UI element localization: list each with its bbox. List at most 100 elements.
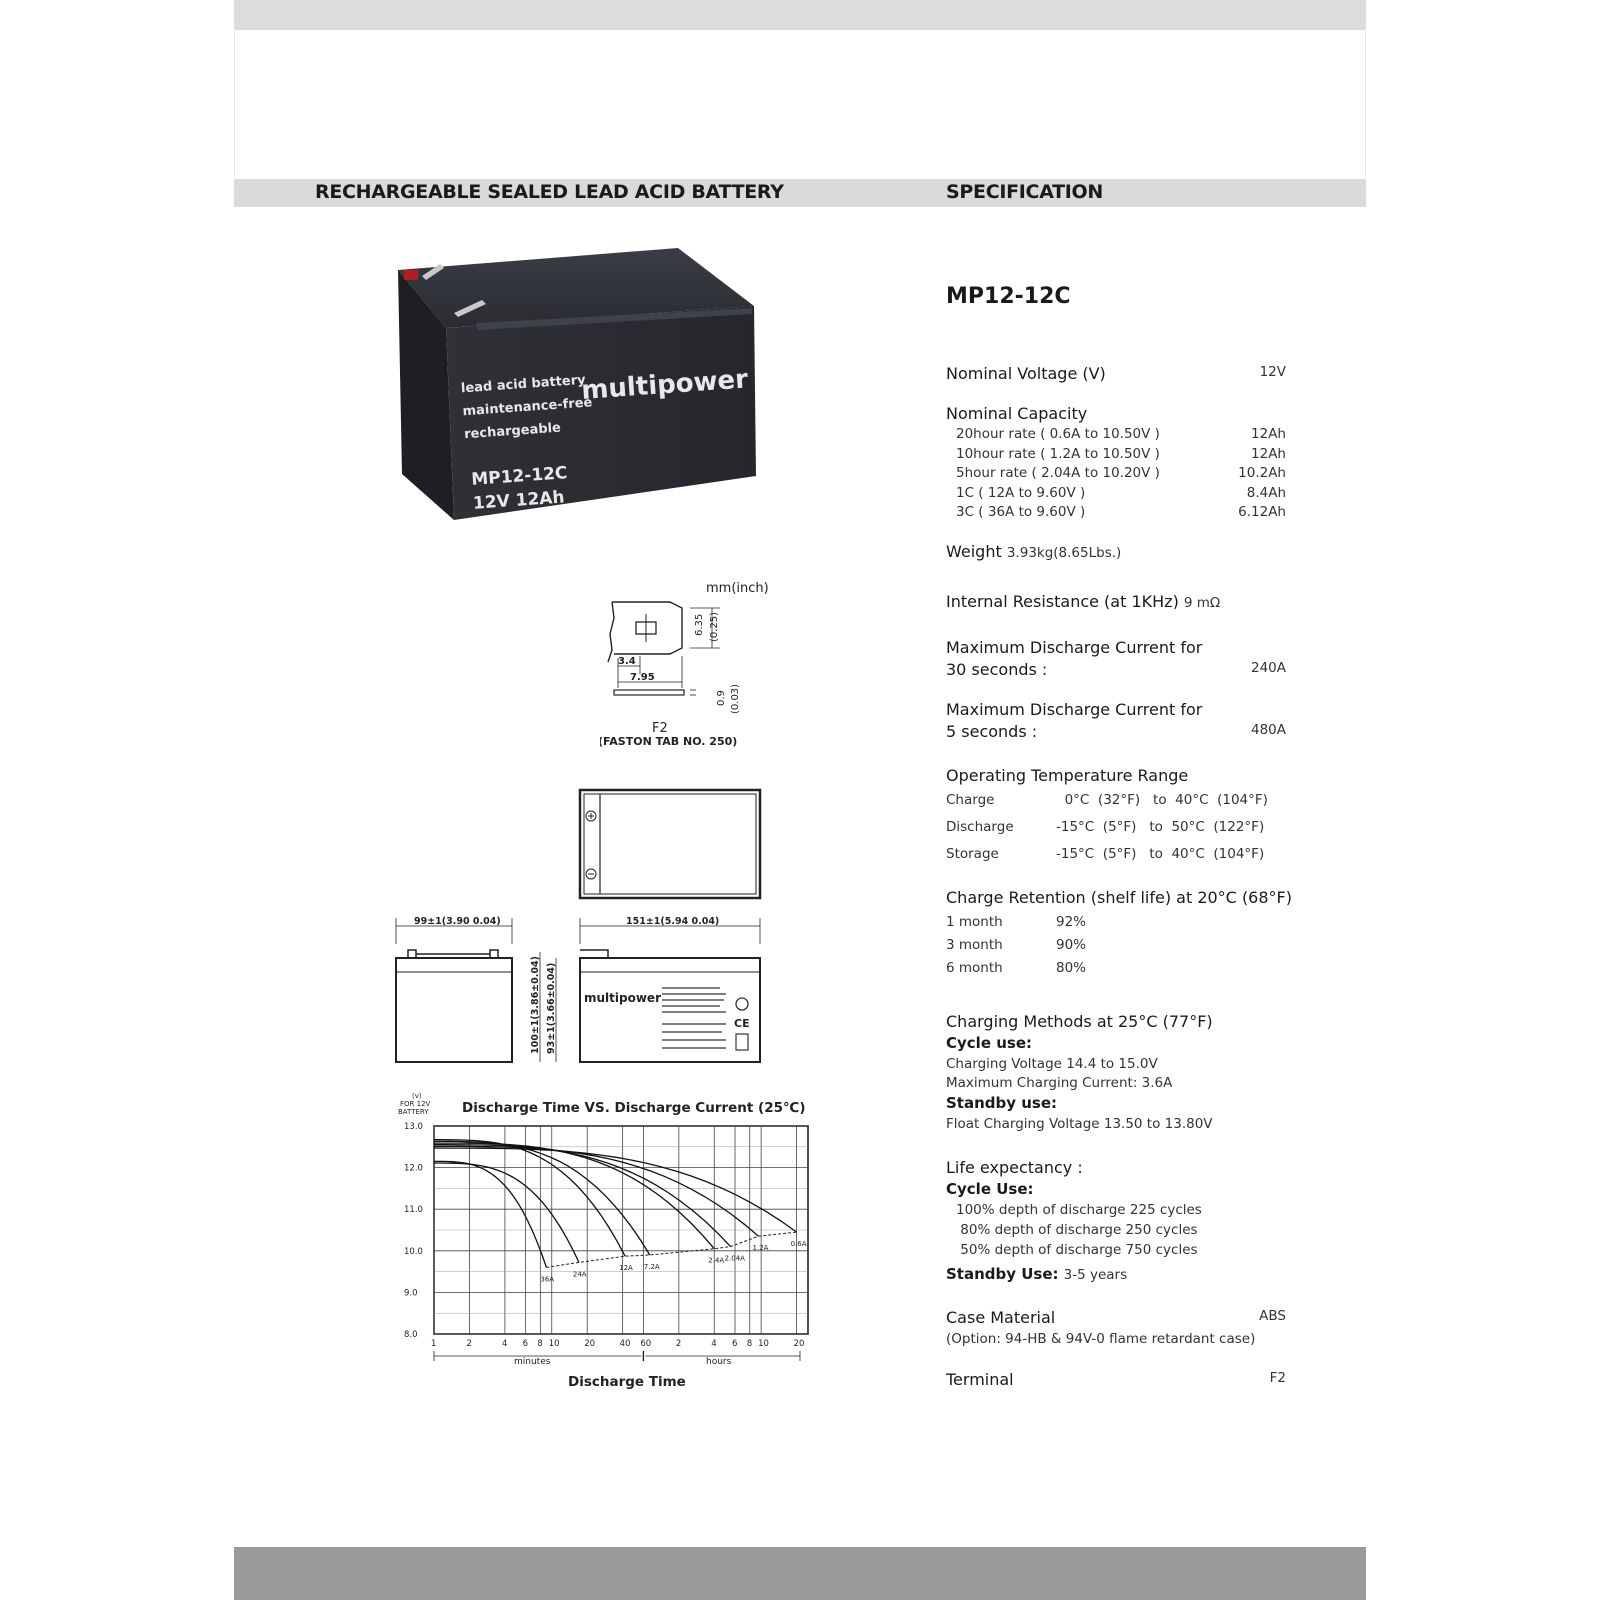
unit-label: mm(inch): [706, 581, 769, 596]
nominal-capacity: Nominal Capacity 20hour rate ( 0.6A to 1…: [946, 404, 1286, 524]
x-tick-label: 4: [711, 1339, 716, 1349]
max-discharge-30-label1: Maximum Discharge Current for: [946, 638, 1203, 657]
x-tick-label: 1: [431, 1339, 436, 1349]
curve-label: 2.04A: [725, 1255, 746, 1263]
minutes-label: minutes: [514, 1357, 551, 1367]
weight: Weight 3.93kg(8.65Lbs.): [946, 542, 1286, 561]
cycle-voltage: Charging Voltage 14.4 to 15.0V: [946, 1056, 1158, 1072]
temperature-label: Operating Temperature Range: [946, 766, 1189, 785]
max-discharge-30-value: 240A: [1250, 660, 1286, 676]
dim-6-35: 6.35: [694, 614, 705, 636]
left-section-title: RECHARGEABLE SEALED LEAD ACID BATTERY: [315, 181, 784, 203]
retention-row: 1 month 92%: [946, 914, 1326, 937]
temperature-mode: Storage: [946, 846, 999, 862]
life-standby-label: Standby Use:: [946, 1265, 1059, 1283]
x-axis-label: Discharge Time: [568, 1374, 686, 1390]
x-tick-label: 20: [794, 1339, 805, 1349]
capacity-rate: 10hour rate ( 1.2A to 10.50V ): [956, 445, 1160, 462]
max-discharge-5-label1: Maximum Discharge Current for: [946, 700, 1203, 719]
dim-0-9: 0.9: [716, 690, 727, 706]
max-discharge-30s: Maximum Discharge Current for 30 seconds…: [946, 638, 1286, 679]
curve-label: 1.2A: [753, 1244, 769, 1252]
temperature-range: -15°C (5°F) to 40°C (104°F): [1056, 846, 1265, 862]
weight-value: 3.93kg(8.65Lbs.): [1006, 545, 1122, 561]
life-standby-value: 3-5 years: [1063, 1267, 1128, 1283]
retention-period: 1 month: [946, 914, 1003, 930]
x-tick-label: 20: [584, 1339, 595, 1349]
dim-3-4: 3.4: [618, 656, 636, 667]
temperature-row: Storage -15°C (5°F) to 40°C (104°F): [946, 846, 1286, 873]
standby-use-label: Standby use:: [946, 1094, 1058, 1112]
charging-label: Charging Methods at 25°C (77°F): [946, 1012, 1213, 1031]
bin-icon: [735, 1033, 749, 1051]
temperature-range: -15°C (5°F) to 50°C (122°F): [1056, 819, 1265, 835]
y-tick-label: 10.0: [404, 1247, 423, 1257]
dim-0-03: (0.03): [730, 684, 741, 714]
life-row: 80% depth of discharge 250 cycles: [956, 1222, 1198, 1238]
curve-label: 0.6A: [791, 1240, 807, 1248]
curve-label: 12A: [619, 1264, 633, 1272]
y-label-line1: FOR 12V: [400, 1100, 431, 1108]
capacity-rate: 1C ( 12A to 9.60V ): [956, 484, 1086, 501]
retention-percent: 80%: [1056, 960, 1087, 976]
y-tick-label: 9.0: [404, 1288, 418, 1298]
terminal-value: F2: [1269, 1370, 1286, 1386]
x-tick-label: 8: [747, 1339, 752, 1349]
recycle-icon: [735, 997, 749, 1011]
curve-label: 24A: [573, 1270, 587, 1278]
y-label-line2: BATTERY: [398, 1108, 429, 1116]
case-option: (Option: 94-HB & 94V-0 flame retardant c…: [946, 1331, 1256, 1347]
life-expectancy: Life expectancy : Cycle Use: 100% depth …: [946, 1158, 1286, 1286]
x-tick-label: 10: [758, 1339, 769, 1349]
capacity-row: 1C ( 12A to 9.60V ) 8.4Ah: [946, 485, 1286, 505]
internal-resistance-value: 9 mΩ: [1183, 595, 1221, 611]
discharge-curve: [434, 1140, 651, 1256]
length-dimension: 151±1(5.94 0.04): [626, 916, 719, 927]
temperature-row: Charge 0°C (32°F) to 40°C (104°F): [946, 792, 1286, 819]
front-brand: multipower: [584, 991, 661, 1005]
case-value: ABS: [1259, 1308, 1286, 1324]
y-tick-label: 11.0: [404, 1205, 423, 1215]
battery-photo: lead acid battery maintenance-free recha…: [398, 248, 756, 520]
y-tick-label: 8.0: [404, 1330, 418, 1340]
max-discharge-5-label2: 5 seconds :: [946, 722, 1038, 741]
terminal-subtitle: (FASTON TAB NO. 250): [600, 735, 737, 748]
operating-temperature: Operating Temperature Range Charge 0°C (…: [946, 766, 1286, 873]
capacity-rate: 5hour rate ( 2.04A to 10.20V ): [956, 465, 1160, 481]
retention-period: 6 month: [946, 960, 1003, 976]
charging-methods: Charging Methods at 25°C (77°F) Cycle us…: [946, 1012, 1286, 1135]
x-tick-label: 60: [640, 1339, 651, 1349]
chart-title: Discharge Time VS. Discharge Current (25…: [462, 1100, 806, 1116]
life-label: Life expectancy :: [946, 1158, 1083, 1177]
terminal-name: F2: [652, 721, 668, 736]
nominal-voltage: Nominal Voltage (V) 12V: [946, 364, 1286, 383]
max-discharge-5-value: 480A: [1250, 722, 1286, 738]
height-total-dimension: 100±1(3.86±0.04): [530, 956, 541, 1054]
life-cycle-label: Cycle Use:: [946, 1180, 1034, 1198]
nominal-voltage-label: Nominal Voltage (V): [946, 364, 1106, 383]
x-tick-label: 2: [676, 1339, 681, 1349]
negative-symbol-icon: [585, 868, 597, 880]
capacity-value: 8.4Ah: [1246, 484, 1286, 501]
side-view-drawing: 99±1(3.90 0.04): [395, 916, 513, 1063]
cutoff-voltage-line: [546, 1231, 797, 1268]
life-row: 100% depth of discharge 225 cycles: [956, 1202, 1202, 1218]
width-dimension: 99±1(3.90 0.04): [414, 916, 501, 927]
x-tick-label: 6: [732, 1339, 737, 1349]
capacity-rate: 20hour rate ( 0.6A to 10.50V ): [956, 426, 1160, 442]
temperature-mode: Discharge: [946, 819, 1014, 835]
cycle-current: Maximum Charging Current: 3.6A: [946, 1075, 1173, 1091]
cycle-use-label: Cycle use:: [946, 1034, 1032, 1052]
capacity-rate: 3C ( 36A to 9.60V ): [956, 504, 1086, 520]
y-tick-label: 13.0: [404, 1122, 423, 1132]
positive-symbol-icon: [585, 810, 597, 822]
float-voltage: Float Charging Voltage 13.50 to 13.80V: [946, 1116, 1213, 1132]
retention-percent: 92%: [1056, 914, 1087, 930]
top-view-drawing: [578, 788, 762, 900]
internal-resistance-label: Internal Resistance (at 1KHz): [946, 592, 1179, 611]
dim-0-25: (0.25): [709, 612, 720, 642]
nominal-voltage-value: 12V: [1259, 364, 1286, 380]
